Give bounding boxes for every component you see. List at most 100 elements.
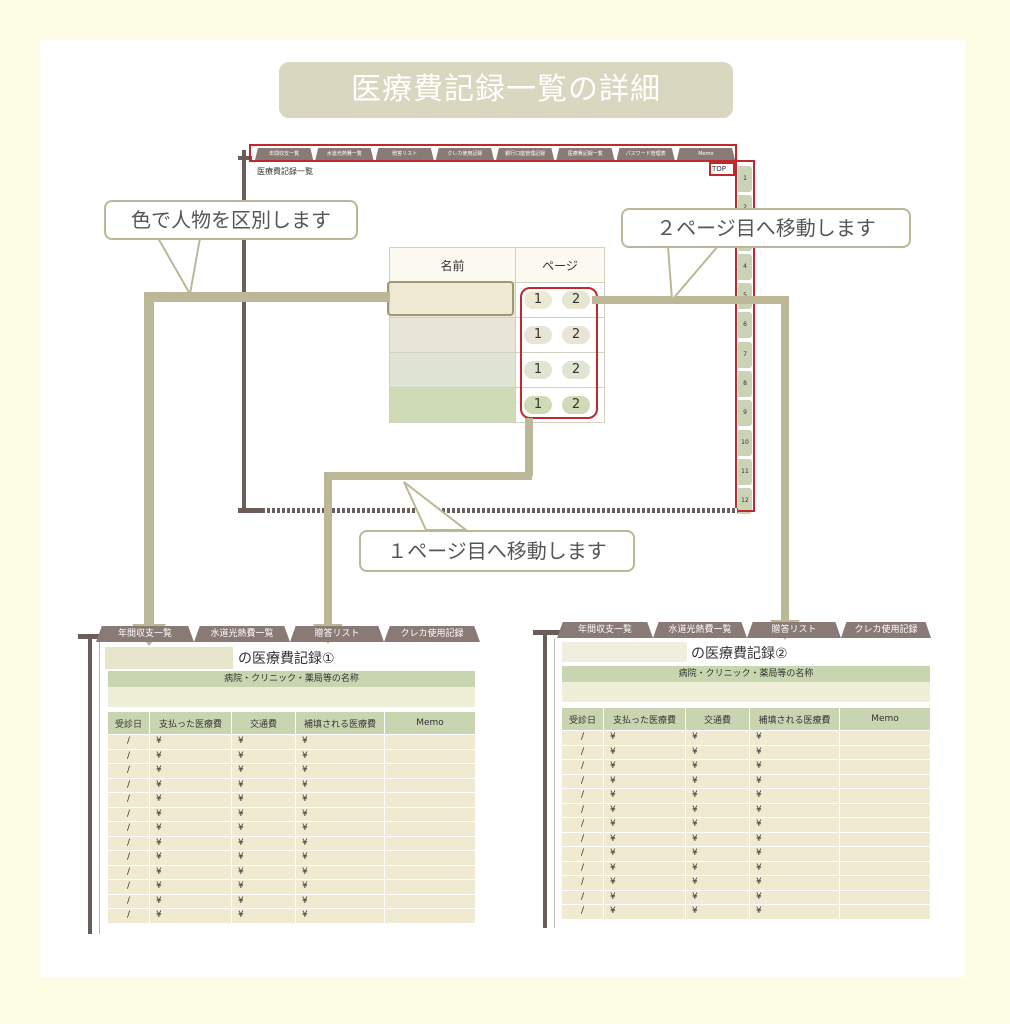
table-cell[interactable]: ¥ — [231, 850, 296, 866]
table-cell[interactable]: / — [107, 850, 150, 866]
right-tab-3[interactable]: 贈答リスト — [747, 622, 841, 638]
table-cell[interactable]: ¥ — [231, 821, 296, 837]
table-cell[interactable]: ¥ — [149, 792, 232, 808]
left-tab-1[interactable]: 年間収支一覧 — [96, 626, 194, 642]
table-cell[interactable]: / — [107, 879, 150, 895]
left-tab-3[interactable]: 贈答リスト — [290, 626, 384, 642]
table-cell[interactable]: ¥ — [603, 773, 686, 789]
page-1-button[interactable]: 1 — [524, 291, 552, 309]
table-cell[interactable]: ¥ — [231, 748, 296, 764]
table-cell[interactable]: / — [561, 744, 604, 760]
table-cell[interactable]: ¥ — [685, 831, 750, 847]
mock-tab[interactable]: 年間収支一覧 — [255, 148, 314, 160]
table-cell[interactable]: ¥ — [685, 788, 750, 804]
table-cell[interactable] — [839, 904, 931, 920]
table-cell[interactable]: ¥ — [603, 744, 686, 760]
table-cell[interactable]: ¥ — [295, 850, 385, 866]
table-cell[interactable]: / — [107, 792, 150, 808]
table-cell[interactable]: ¥ — [149, 734, 232, 750]
table-cell[interactable]: / — [561, 846, 604, 862]
left-tab-2[interactable]: 水道光熱費一覧 — [194, 626, 290, 642]
table-cell[interactable]: ¥ — [603, 788, 686, 804]
table-cell[interactable]: / — [561, 831, 604, 847]
table-cell[interactable]: ¥ — [295, 777, 385, 793]
page-2-button[interactable]: 2 — [562, 326, 590, 344]
table-cell[interactable]: ¥ — [231, 806, 296, 822]
mock-tab[interactable]: 銀行口座管理記録 — [496, 148, 555, 160]
table-cell[interactable]: ¥ — [603, 817, 686, 833]
page-2-button[interactable]: 2 — [562, 396, 590, 414]
table-cell[interactable]: ¥ — [685, 860, 750, 876]
table-cell[interactable]: ¥ — [231, 792, 296, 808]
table-cell[interactable]: ¥ — [149, 908, 232, 924]
table-cell[interactable]: ¥ — [231, 835, 296, 851]
page-2-button[interactable]: 2 — [562, 361, 590, 379]
table-cell[interactable]: ¥ — [231, 777, 296, 793]
table-cell[interactable]: ¥ — [149, 821, 232, 837]
table-cell[interactable]: ¥ — [295, 806, 385, 822]
table-cell[interactable] — [839, 846, 931, 862]
table-cell[interactable]: ¥ — [149, 893, 232, 909]
table-cell[interactable]: ¥ — [685, 817, 750, 833]
table-cell[interactable]: ¥ — [685, 773, 750, 789]
table-cell[interactable]: ¥ — [749, 860, 840, 876]
table-cell[interactable]: ¥ — [685, 730, 750, 746]
table-cell[interactable] — [839, 802, 931, 818]
table-cell[interactable] — [384, 835, 476, 851]
right-tab-2[interactable]: 水道光熱費一覧 — [653, 622, 747, 638]
table-cell[interactable]: ¥ — [749, 889, 840, 905]
table-cell[interactable] — [839, 889, 931, 905]
table-cell[interactable]: ¥ — [149, 748, 232, 764]
left-tab-4[interactable]: クレカ使用記録 — [384, 626, 480, 642]
table-cell[interactable]: / — [107, 734, 150, 750]
right-person-name-box[interactable] — [562, 642, 687, 662]
side-page-tab[interactable]: 12 — [738, 488, 752, 515]
table-cell[interactable] — [384, 908, 476, 924]
table-cell[interactable]: / — [107, 864, 150, 880]
table-cell[interactable]: ¥ — [231, 864, 296, 880]
table-cell[interactable] — [839, 875, 931, 891]
side-page-tab[interactable]: 8 — [738, 371, 752, 398]
table-cell[interactable]: ¥ — [603, 860, 686, 876]
mock-tab[interactable]: Memo — [676, 148, 735, 160]
top-link[interactable]: TOP — [712, 165, 727, 173]
left-person-name-box[interactable] — [105, 647, 233, 669]
table-cell[interactable]: / — [107, 763, 150, 779]
table-cell[interactable]: ¥ — [603, 904, 686, 920]
side-page-tab[interactable]: 1 — [738, 166, 752, 192]
table-cell[interactable]: ¥ — [295, 893, 385, 909]
table-cell[interactable]: ¥ — [295, 879, 385, 895]
table-cell[interactable] — [839, 788, 931, 804]
table-cell[interactable]: ¥ — [295, 864, 385, 880]
table-cell[interactable]: / — [561, 875, 604, 891]
table-cell[interactable]: / — [561, 759, 604, 775]
table-cell[interactable]: / — [107, 908, 150, 924]
table-cell[interactable] — [384, 792, 476, 808]
table-cell[interactable]: ¥ — [685, 802, 750, 818]
table-cell[interactable]: / — [107, 806, 150, 822]
table-cell[interactable]: ¥ — [603, 759, 686, 775]
table-cell[interactable]: ¥ — [685, 904, 750, 920]
table-cell[interactable]: / — [561, 788, 604, 804]
table-cell[interactable]: / — [561, 817, 604, 833]
table-cell[interactable]: ¥ — [685, 744, 750, 760]
table-cell[interactable]: ¥ — [749, 817, 840, 833]
table-cell[interactable]: / — [107, 821, 150, 837]
table-cell[interactable] — [839, 730, 931, 746]
table-cell[interactable] — [839, 773, 931, 789]
table-cell[interactable]: ¥ — [149, 879, 232, 895]
table-cell[interactable] — [384, 734, 476, 750]
table-cell[interactable]: ¥ — [149, 806, 232, 822]
table-cell[interactable]: ¥ — [749, 788, 840, 804]
table-cell[interactable]: ¥ — [149, 777, 232, 793]
table-cell[interactable]: ¥ — [685, 759, 750, 775]
right-hospital-input[interactable] — [562, 682, 930, 702]
table-cell[interactable]: / — [561, 802, 604, 818]
mock-tab[interactable]: パスワード管理表 — [616, 148, 675, 160]
table-cell[interactable]: ¥ — [749, 875, 840, 891]
table-cell[interactable] — [839, 744, 931, 760]
table-cell[interactable]: ¥ — [749, 759, 840, 775]
table-cell[interactable]: ¥ — [295, 908, 385, 924]
table-cell[interactable]: ¥ — [295, 763, 385, 779]
table-cell[interactable]: ¥ — [149, 850, 232, 866]
